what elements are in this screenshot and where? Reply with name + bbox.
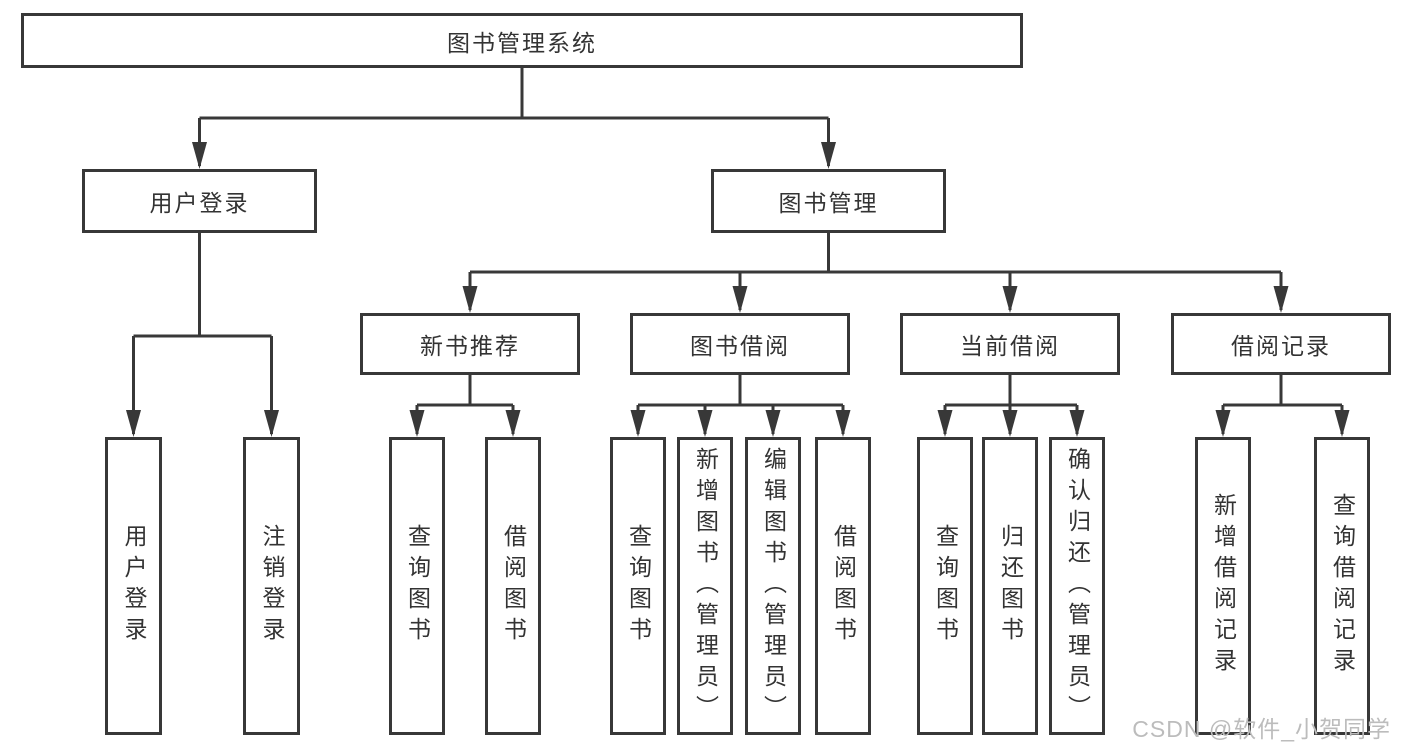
node-label: 注销登录	[259, 524, 285, 648]
leaf-query-books-2: 查询图书	[610, 437, 666, 735]
node-label: 用户登录	[149, 190, 250, 216]
leaf-query-borrow-record: 查询借阅记录	[1314, 437, 1370, 735]
leaf-add-book-admin: 新增图书（管理员）	[677, 437, 733, 735]
node-label: 图书管理	[778, 190, 879, 216]
node-label: 新书推荐	[420, 333, 520, 359]
leaf-borrow-books-2: 借阅图书	[815, 437, 871, 735]
node-book-management: 图书管理	[711, 169, 946, 233]
node-label: 归还图书	[997, 524, 1024, 648]
node-borrow-records: 借阅记录	[1171, 313, 1391, 375]
node-user-login: 用户登录	[82, 169, 317, 233]
node-label: 当前借阅	[960, 333, 1060, 359]
node-label: 借阅记录	[1231, 333, 1331, 359]
node-new-book-recommend: 新书推荐	[360, 313, 580, 375]
node-label: 确认归还（管理员）	[1064, 446, 1091, 726]
node-book-borrow: 图书借阅	[630, 313, 850, 375]
node-current-borrow: 当前借阅	[900, 313, 1120, 375]
node-label: 查询图书	[625, 524, 652, 648]
node-label: 查询图书	[932, 524, 959, 648]
node-root: 图书管理系统	[21, 13, 1023, 68]
leaf-add-borrow-record: 新增借阅记录	[1195, 437, 1251, 735]
node-label: 查询图书	[404, 524, 431, 648]
node-label: 编辑图书（管理员）	[760, 446, 787, 726]
node-label: 图书管理系统	[447, 29, 597, 56]
node-label: 图书借阅	[690, 333, 790, 359]
node-label: 新增借阅记录	[1210, 493, 1237, 679]
watermark: CSDN @软件_小贺同学	[1132, 716, 1391, 742]
node-label: 查询借阅记录	[1329, 493, 1356, 679]
leaf-user-login: 用户登录	[105, 437, 162, 735]
leaf-logout: 注销登录	[243, 437, 300, 735]
node-label: 新增图书（管理员）	[692, 446, 719, 726]
leaf-return-books: 归还图书	[982, 437, 1038, 735]
node-label: 借阅图书	[500, 524, 527, 648]
node-label: 用户登录	[121, 524, 147, 648]
leaf-edit-book-admin: 编辑图书（管理员）	[745, 437, 801, 735]
leaf-confirm-return-admin: 确认归还（管理员）	[1049, 437, 1105, 735]
node-label: 借阅图书	[830, 524, 857, 648]
leaf-borrow-books-1: 借阅图书	[485, 437, 541, 735]
arrowhead-icons	[126, 142, 1350, 437]
leaf-query-books-1: 查询图书	[389, 437, 445, 735]
leaf-query-books-3: 查询图书	[917, 437, 973, 735]
